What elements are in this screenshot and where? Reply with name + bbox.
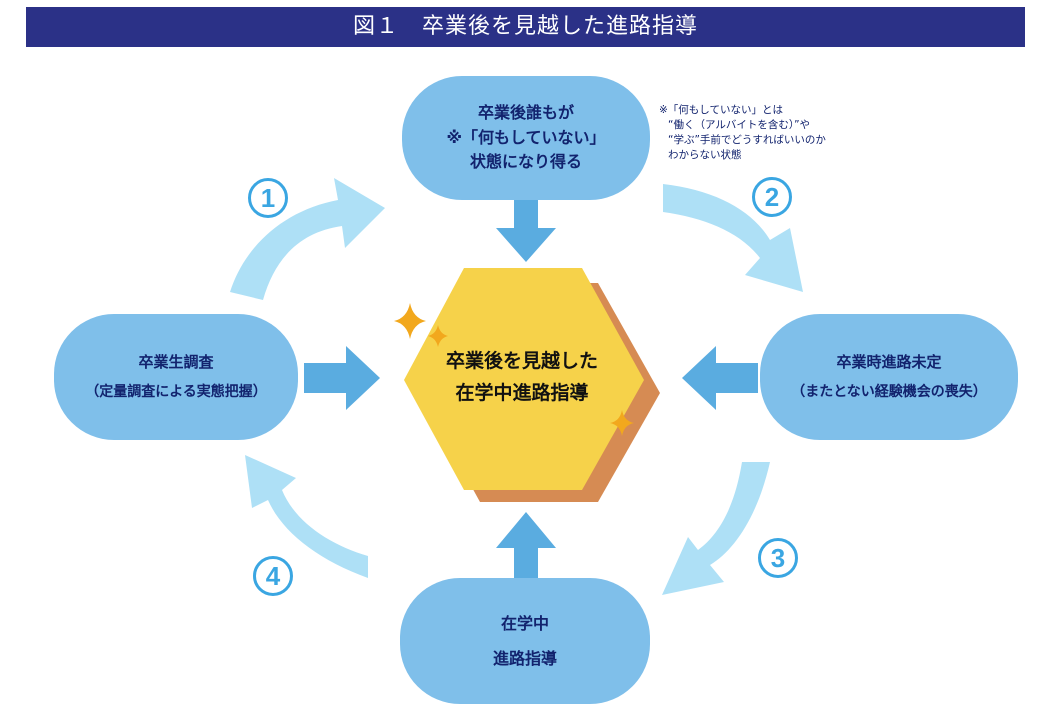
arrow-left-to-center <box>304 346 380 410</box>
footnote: ※「何もしていない」とは “働く（アルバイトを含む）”や “学ぶ”手前でどうすれ… <box>659 103 859 163</box>
arrow-bottom-to-center <box>496 512 556 578</box>
sparkle-icon <box>428 325 448 347</box>
footnote-line-4: わからない状態 <box>668 149 742 161</box>
node-top-line-3: 状態になり得る <box>469 152 582 172</box>
node-in-school-guidance: 在学中 進路指導 <box>400 578 650 704</box>
step-number-2: 2 <box>752 177 792 217</box>
node-top-line-1: 卒業後誰もが <box>477 102 574 122</box>
node-bottom-line-2: 進路指導 <box>492 649 557 668</box>
sparkle-icon <box>610 410 634 436</box>
cycle-arrow-4 <box>245 455 368 578</box>
node-right-line-2: （またとない経験機会の喪失） <box>791 384 987 401</box>
step-number-4: 4 <box>253 556 293 596</box>
node-left-line-1: 卒業生調査 <box>138 352 214 371</box>
step-number-1: 1 <box>248 178 288 218</box>
cycle-arrow-1 <box>230 178 385 300</box>
center-line-2: 在学中進路指導 <box>455 382 589 404</box>
node-bottom-line-1: 在学中 <box>500 613 549 633</box>
step-number-3: 3 <box>758 538 798 578</box>
footnote-line-3: “学ぶ”手前でどうすればいいのか <box>668 134 826 146</box>
center-label: 卒業後を見越した 在学中進路指導 <box>402 345 642 409</box>
node-right-line-1: 卒業時進路未定 <box>836 352 942 371</box>
node-top-line-2: ※「何もしていない」 <box>446 127 606 147</box>
node-undecided-at-graduation: 卒業時進路未定 （またとない経験機会の喪失） <box>760 314 1018 440</box>
node-no-activity-state: 卒業後誰もが ※「何もしていない」 状態になり得る <box>402 76 650 200</box>
hexagon-center <box>404 268 644 490</box>
cycle-arrow-2 <box>663 184 803 292</box>
arrow-right-to-center <box>682 346 758 410</box>
center-line-1: 卒業後を見越した <box>445 350 598 372</box>
sparkle-icon <box>394 303 426 339</box>
node-graduate-survey: 卒業生調査 （定量調査による実態把握） <box>54 314 298 440</box>
arrow-top-to-center <box>496 198 556 262</box>
footnote-line-1: ※「何もしていない」とは <box>659 104 783 116</box>
footnote-line-2: “働く（アルバイトを含む）”や <box>668 119 811 131</box>
cycle-arrow-3 <box>662 462 770 595</box>
figure-title: 図１ 卒業後を見越した進路指導 <box>26 7 1025 47</box>
node-left-line-2: （定量調査による実態把握） <box>85 384 267 401</box>
